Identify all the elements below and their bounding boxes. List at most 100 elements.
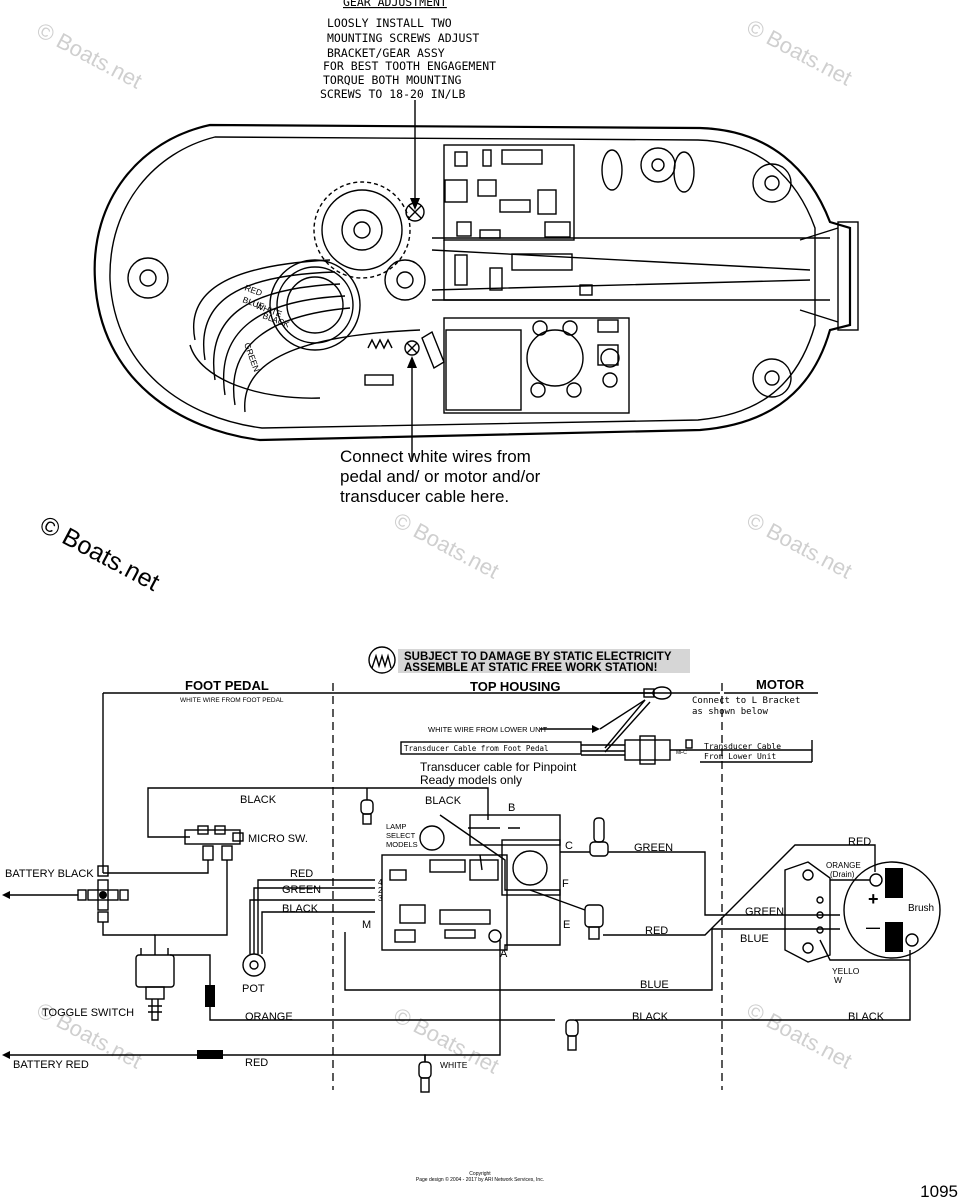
mounting-bosses bbox=[127, 147, 792, 398]
white-bottom-label: WHITE bbox=[440, 1060, 468, 1070]
green-wire-c bbox=[608, 851, 840, 916]
motor-brush-top bbox=[885, 868, 903, 898]
terminal-b: B bbox=[508, 802, 515, 814]
gear-adjustment-title: GEAR ADJUSTMENT bbox=[343, 0, 447, 9]
warning-line-2: ASSEMBLE AT STATIC FREE WORK STATION! bbox=[404, 662, 657, 674]
micro-switch: MICRO SW. bbox=[184, 825, 308, 861]
junction-dot bbox=[99, 891, 107, 899]
pot-black-label: BLACK bbox=[282, 903, 319, 915]
page-number: 1095 bbox=[920, 1182, 958, 1200]
watermark-main: © Boats.net bbox=[35, 511, 164, 597]
black-bottom-label: BLACK bbox=[632, 1011, 669, 1023]
lamp-label-1: LAMP bbox=[386, 822, 406, 831]
watermark-top-left: © Boats.net bbox=[33, 17, 147, 93]
motor-red-label: RED bbox=[848, 836, 871, 848]
gear-note-line: LOOSLY INSTALL TWO bbox=[327, 16, 452, 30]
red-e-label: RED bbox=[645, 925, 668, 937]
wire-label-green: GREEN bbox=[242, 341, 262, 373]
black-label-left: BLACK bbox=[240, 794, 277, 806]
white-wire-note-line: pedal and/ or motor and/or bbox=[340, 467, 541, 486]
top-housing-assembly: RED BLUE WHITE BLACK GREEN bbox=[93, 123, 859, 460]
pin-3-label: 3 bbox=[378, 894, 383, 903]
footer: Copyright Page design © 2004 - 2017 by A… bbox=[416, 1171, 958, 1200]
battery-red-label: BATTERY RED bbox=[13, 1059, 89, 1071]
white-wire-note-line: Connect white wires from bbox=[340, 447, 531, 466]
pot-green-label: GREEN bbox=[282, 884, 321, 896]
watermark-bottom-right: © Boats.net bbox=[743, 997, 857, 1073]
black-label-mid: BLACK bbox=[425, 795, 462, 807]
pot-red-label: RED bbox=[290, 868, 313, 880]
yellow-label-2: W bbox=[834, 975, 842, 985]
motor-minus: — bbox=[866, 919, 880, 935]
section-motor: MOTOR bbox=[756, 677, 805, 692]
terminal-f: F bbox=[562, 878, 569, 890]
gear-note-arrowhead bbox=[410, 198, 420, 210]
battery-red-arrow bbox=[2, 1051, 10, 1059]
terminal-m: M bbox=[362, 919, 371, 931]
gear-note-line: FOR BEST TOOTH ENGAGEMENT bbox=[323, 59, 496, 73]
pinpoint-label-1: Transducer cable for Pinpoint bbox=[420, 760, 577, 774]
gear-note-line: MOUNTING SCREWS ADJUST bbox=[327, 31, 479, 45]
pinpoint-label-2: Ready models only bbox=[420, 773, 522, 787]
orange-label: ORANGE bbox=[245, 1011, 293, 1023]
control-board-upper bbox=[443, 144, 600, 301]
connect-l-bracket-label: Connect to L Bracket bbox=[692, 696, 800, 706]
black-wire-micro-switch bbox=[147, 787, 489, 838]
orange-fuse bbox=[205, 985, 215, 1007]
section-foot-pedal: FOOT PEDAL bbox=[185, 678, 269, 693]
gear-note-line: SCREWS TO 18-20 IN/LB bbox=[320, 87, 465, 101]
terminal-e: E bbox=[563, 919, 570, 931]
white-wire-note: Connect white wires from pedal and/ or m… bbox=[340, 447, 541, 506]
housing-inner-outline bbox=[109, 136, 816, 429]
white-wire-arrowhead bbox=[407, 356, 417, 368]
watermark-mid-center: © Boats.net bbox=[390, 507, 504, 583]
blue-bottom-label: BLUE bbox=[640, 979, 669, 991]
transducer-foot-pedal-label: Transducer Cable from Foot Pedal bbox=[404, 744, 549, 753]
housing-outline bbox=[93, 123, 852, 442]
static-warning-icon bbox=[368, 646, 396, 674]
brush-label: Brush bbox=[908, 903, 934, 914]
motor-green-label: GREEN bbox=[745, 906, 784, 918]
lamp-label-3: MODELS bbox=[386, 840, 418, 849]
l-bracket-lug bbox=[652, 686, 672, 700]
motor-housing bbox=[843, 861, 941, 959]
housing-wires: RED BLUE WHITE BLACK GREEN bbox=[189, 259, 445, 413]
motor-brush-bottom bbox=[885, 922, 903, 952]
toggle-switch-label: TOGGLE SWITCH bbox=[42, 1007, 134, 1019]
section-headers: FOOT PEDAL TOP HOUSING MOTOR WHITE WIRE … bbox=[103, 677, 818, 1090]
micro-switch-label: MICRO SW. bbox=[248, 833, 308, 845]
white-wire-foot-pedal bbox=[102, 692, 655, 873]
motor-terminal-plate bbox=[784, 861, 831, 963]
toggle-switch bbox=[135, 948, 175, 1021]
orange-drain-label-2: (Drain) bbox=[830, 870, 855, 879]
motor-blue-label: BLUE bbox=[740, 933, 769, 945]
transducer-lower-label-1: Transducer Cable bbox=[704, 742, 781, 751]
watermark-top-right: © Boats.net bbox=[743, 14, 857, 90]
shaft-taper bbox=[799, 227, 839, 323]
terminal-c: C bbox=[565, 840, 573, 852]
motor-plus: + bbox=[868, 889, 879, 909]
black-bottom-wire bbox=[575, 950, 911, 1021]
copyright-line-2: Page design © 2004 - 2017 by ARI Network… bbox=[416, 1176, 544, 1183]
terminal-a: A bbox=[500, 948, 508, 960]
green-c-label: GREEN bbox=[634, 842, 673, 854]
white-wire-lower-unit-label: WHITE WIRE FROM LOWER UNIT bbox=[428, 725, 548, 734]
battery-black-arrow bbox=[2, 891, 10, 899]
transducer-foot-pedal-box bbox=[400, 741, 582, 755]
white-wire-note-line: transducer cable here. bbox=[340, 487, 509, 506]
pot-label: POT bbox=[242, 983, 265, 995]
drive-gear bbox=[269, 181, 425, 351]
warning-line-1: SUBJECT TO DAMAGE BY STATIC ELECTRICITY bbox=[404, 651, 672, 663]
watermark-mid-right: © Boats.net bbox=[743, 507, 857, 583]
red-fuse bbox=[197, 1050, 223, 1059]
battery-black-label: BATTERY BLACK bbox=[5, 868, 94, 880]
transducer-connector bbox=[624, 739, 671, 761]
gear-note-line: TORQUE BOTH MOUNTING bbox=[323, 73, 462, 87]
motor: + — Brush RED ORANGE (Drain) GREEN BLUE … bbox=[740, 836, 941, 985]
shaft-lines bbox=[431, 237, 830, 301]
connect-l-bracket-label-2: as shown below bbox=[692, 707, 768, 717]
lamp-label-2: SELECT bbox=[386, 831, 416, 840]
potentiometer: POT RED GREEN BLACK bbox=[242, 868, 375, 995]
pin-4-label: 4 bbox=[378, 878, 383, 887]
